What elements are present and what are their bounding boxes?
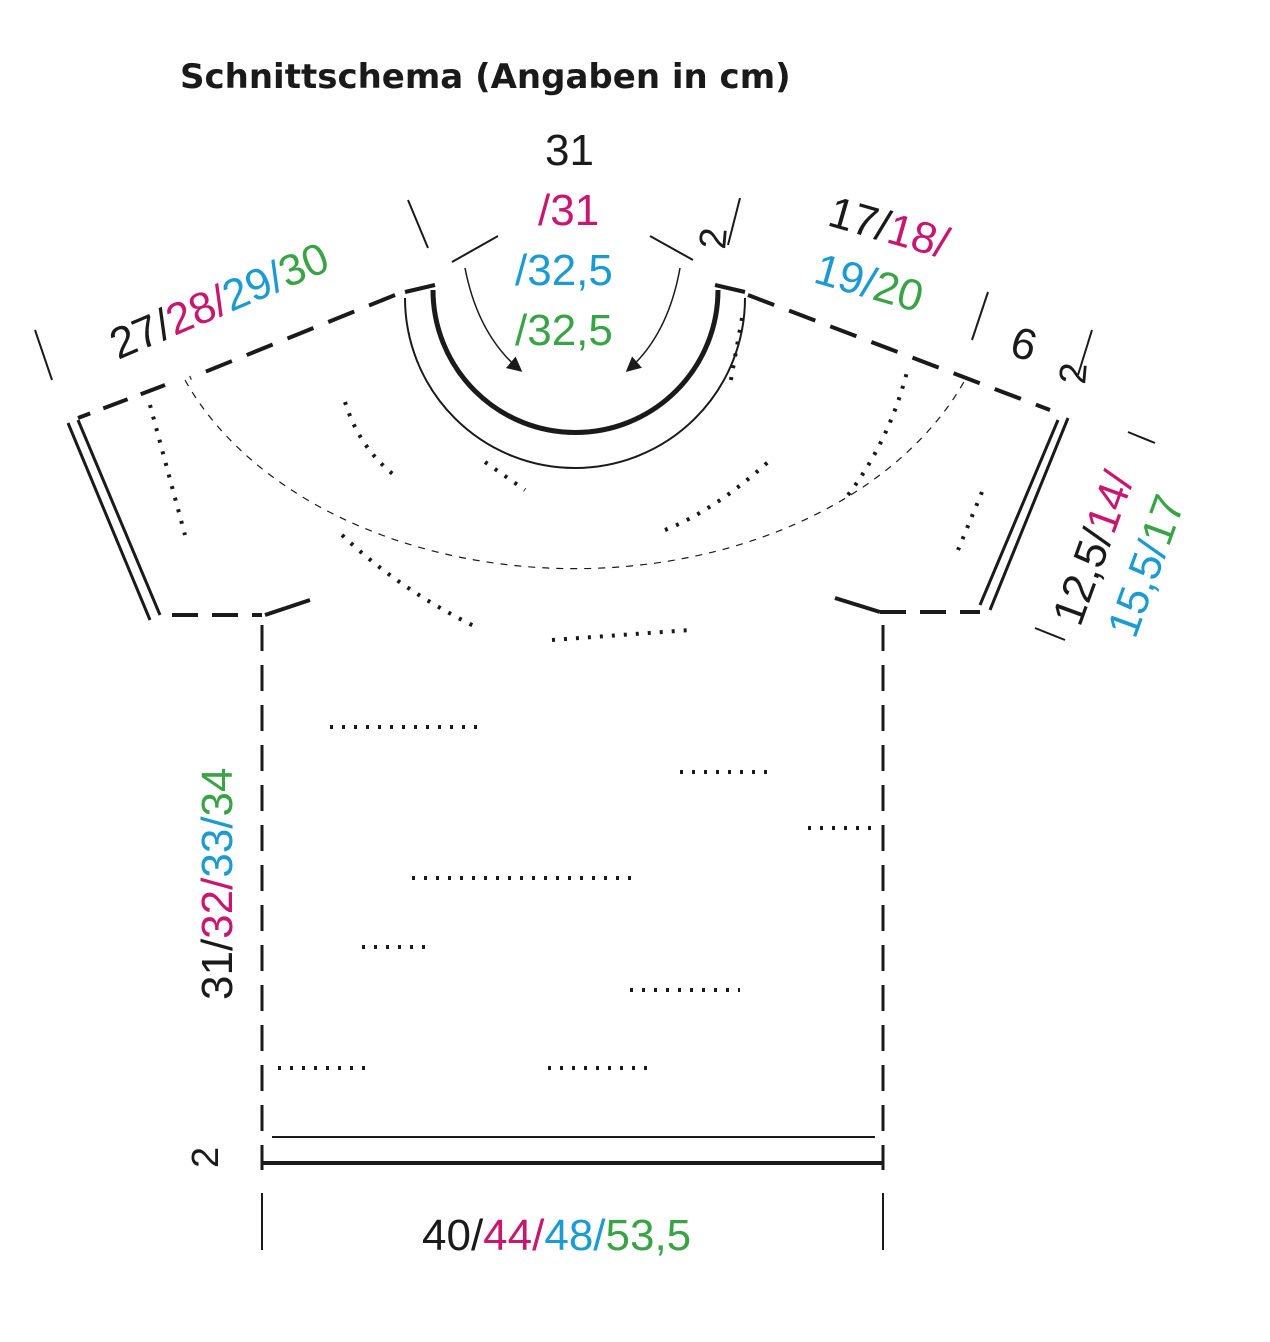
yoke-left-measure: 27/28/29/30 bbox=[103, 233, 336, 369]
body-width-measure: 40/44/48/53,5 bbox=[422, 1211, 691, 1260]
yoke-left-tick bbox=[34, 329, 53, 381]
shoulder-tick-1 bbox=[971, 291, 989, 341]
yoke-right-size2: 18/ bbox=[882, 204, 955, 268]
garment-outline bbox=[34, 197, 1156, 1250]
stitch-marks bbox=[148, 317, 984, 1070]
neckline-outer bbox=[404, 297, 746, 469]
left-underarm bbox=[264, 598, 311, 617]
neck-tick-left bbox=[407, 199, 429, 249]
sleeve-tick-bottom bbox=[1034, 627, 1066, 641]
body-length-size3: 33/ bbox=[193, 816, 242, 878]
body-width-size1: 40/ bbox=[422, 1211, 484, 1260]
sleeve-tick-top bbox=[1127, 431, 1156, 444]
neck-edge-measure: 2 bbox=[692, 226, 736, 251]
neck-tick-right-inner bbox=[649, 235, 694, 261]
neckline-right-tick bbox=[714, 283, 746, 294]
neck-width-size3: /32,5 bbox=[515, 246, 613, 295]
body-length-measure: 31/32/33/34 bbox=[193, 768, 242, 1000]
neck-tick-right bbox=[727, 197, 741, 246]
neck-arrow-right bbox=[625, 267, 681, 372]
hem-measure: 2 bbox=[185, 1147, 227, 1168]
shoulder-measure: 6 bbox=[1005, 318, 1042, 372]
left-sleeve-top bbox=[77, 383, 166, 420]
neck-arrow-left bbox=[464, 267, 523, 372]
shoulder-tick-2 bbox=[1077, 329, 1093, 376]
body-length-size2: 32/ bbox=[193, 877, 242, 939]
yoke-top-left bbox=[189, 293, 396, 380]
yoke-boundary-arc bbox=[184, 379, 966, 570]
neck-width-size1: 31 bbox=[545, 126, 594, 175]
stitch-arc bbox=[956, 491, 984, 551]
diagram-title: Schnittschema (Angaben in cm) bbox=[180, 57, 791, 97]
stitch-arc bbox=[483, 460, 527, 492]
body-width-size4: 53,5 bbox=[606, 1211, 692, 1260]
right-sleeve-cuff-outer bbox=[988, 417, 1070, 611]
yoke-top-right bbox=[747, 293, 1051, 412]
neck-arrows bbox=[464, 267, 681, 372]
neckline-left-tick bbox=[404, 283, 436, 294]
body-width-size3: 48/ bbox=[544, 1211, 606, 1260]
body-width-size2: 44/ bbox=[483, 1211, 545, 1260]
stitch-arc bbox=[664, 460, 770, 532]
measurement-labels: 31 /31 /32,5 /32,5 27/28/29/30 2 17/18/ … bbox=[103, 126, 1195, 1260]
stitch-row bbox=[551, 628, 691, 642]
stitch-arc bbox=[343, 401, 400, 480]
neck-width-size4: /32,5 bbox=[515, 306, 613, 355]
neck-width-size2: /31 bbox=[538, 186, 599, 235]
right-underarm bbox=[834, 596, 881, 614]
neck-tick-left-inner bbox=[451, 235, 499, 263]
stitch-arc bbox=[148, 404, 187, 536]
body-length-size1: 31/ bbox=[193, 938, 242, 1000]
left-sleeve-cuff-outer bbox=[66, 422, 152, 621]
left-sleeve-cuff-inner bbox=[76, 419, 162, 616]
stitch-arc bbox=[340, 533, 479, 630]
neckline-inner bbox=[430, 289, 721, 435]
body-length-size4: 34 bbox=[193, 768, 242, 817]
right-sleeve-cuff-inner bbox=[978, 419, 1060, 606]
sleeve-edge-measure: 2 bbox=[1052, 361, 1096, 386]
